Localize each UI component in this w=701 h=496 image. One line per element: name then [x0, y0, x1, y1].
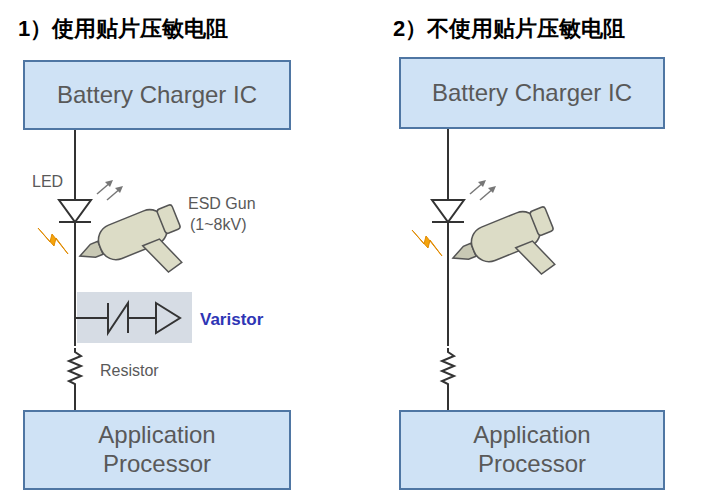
panel-heading: 1）使用贴片压敏电阻	[18, 16, 228, 42]
panel-heading: 2）不使用贴片压敏电阻	[393, 16, 625, 42]
chip-box: Battery Charger IC	[23, 60, 291, 130]
part-label: Resistor	[100, 361, 159, 380]
led-symbol	[59, 180, 123, 222]
part-label: ESD Gun	[188, 194, 256, 213]
varistor-symbol	[75, 292, 192, 343]
box-text: Application Processor	[57, 421, 257, 479]
resistor-symbol	[439, 346, 457, 386]
led-symbol	[432, 180, 496, 222]
spark-icon	[412, 230, 442, 256]
box-text: Battery Charger IC	[432, 79, 632, 108]
resistor-symbol	[66, 346, 84, 386]
spark-icon	[38, 228, 68, 254]
esd-gun	[73, 200, 194, 300]
part-label: LED	[32, 172, 63, 191]
part-label: (1~8kV)	[190, 215, 246, 234]
chip-box: Battery Charger IC	[399, 57, 665, 129]
box-text: Application Processor	[432, 421, 632, 479]
chip-box: Application Processor	[23, 410, 291, 490]
part-label: Varistor	[200, 310, 263, 330]
esd-gun	[446, 202, 567, 302]
box-text: Battery Charger IC	[57, 81, 257, 110]
chip-box: Application Processor	[399, 410, 665, 490]
